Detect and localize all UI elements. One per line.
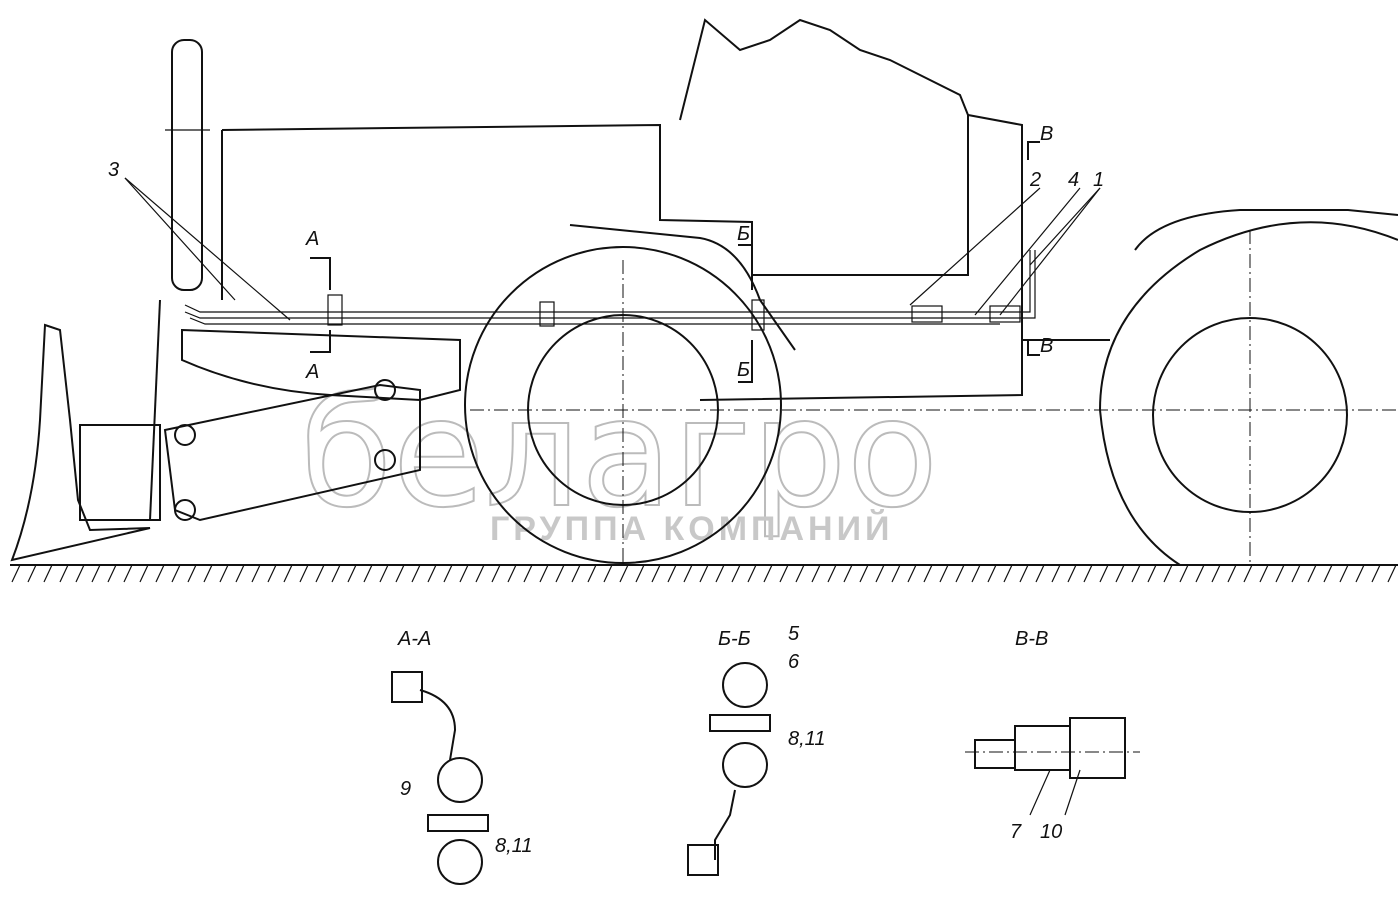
section-mark-a-top: А	[305, 228, 319, 250]
section-a-a: А-А 9 8,11	[391, 628, 532, 885]
callout-8-11-a: 8,11	[495, 835, 532, 857]
callout-2: 2	[1029, 169, 1041, 191]
callout-8-11-b: 8,11	[788, 728, 825, 750]
callout-10: 10	[1040, 821, 1062, 843]
rear-wheel	[470, 221, 1398, 566]
section-title-a-a: А-А	[397, 628, 431, 650]
callout-9: 9	[400, 778, 411, 800]
callout-7: 7	[1010, 821, 1022, 843]
watermark: белагро ГРУППА КОМПАНИЙ	[299, 366, 939, 548]
ground-line	[10, 564, 1398, 583]
lift-cylinder	[149, 39, 210, 521]
callout-4: 4	[1068, 169, 1079, 191]
dozer-blade	[10, 323, 421, 562]
tractor-body	[181, 18, 1398, 402]
section-mark-b-bottom: Б	[737, 359, 750, 381]
hydraulic-pipes	[184, 250, 1036, 331]
section-mark-v-top: В	[1040, 123, 1053, 145]
callout-1: 1	[1093, 169, 1104, 191]
section-mark-b-top: Б	[737, 223, 750, 245]
watermark-logo: белагро	[300, 367, 938, 541]
section-title-b-b: Б-Б	[718, 628, 751, 650]
leader-lines	[124, 141, 1101, 383]
callout-6: 6	[788, 651, 800, 673]
section-v-v: В-В 7 10	[965, 628, 1140, 843]
section-mark-v-bottom: В	[1040, 335, 1053, 357]
section-b-b: Б-Б 5 6 8,11	[687, 623, 825, 876]
section-title-v-v: В-В	[1015, 628, 1048, 650]
callout-5: 5	[788, 623, 800, 645]
watermark-subtitle: ГРУППА КОМПАНИЙ	[490, 509, 893, 548]
section-mark-a-bottom: А	[305, 361, 319, 383]
callout-3: 3	[108, 159, 119, 181]
